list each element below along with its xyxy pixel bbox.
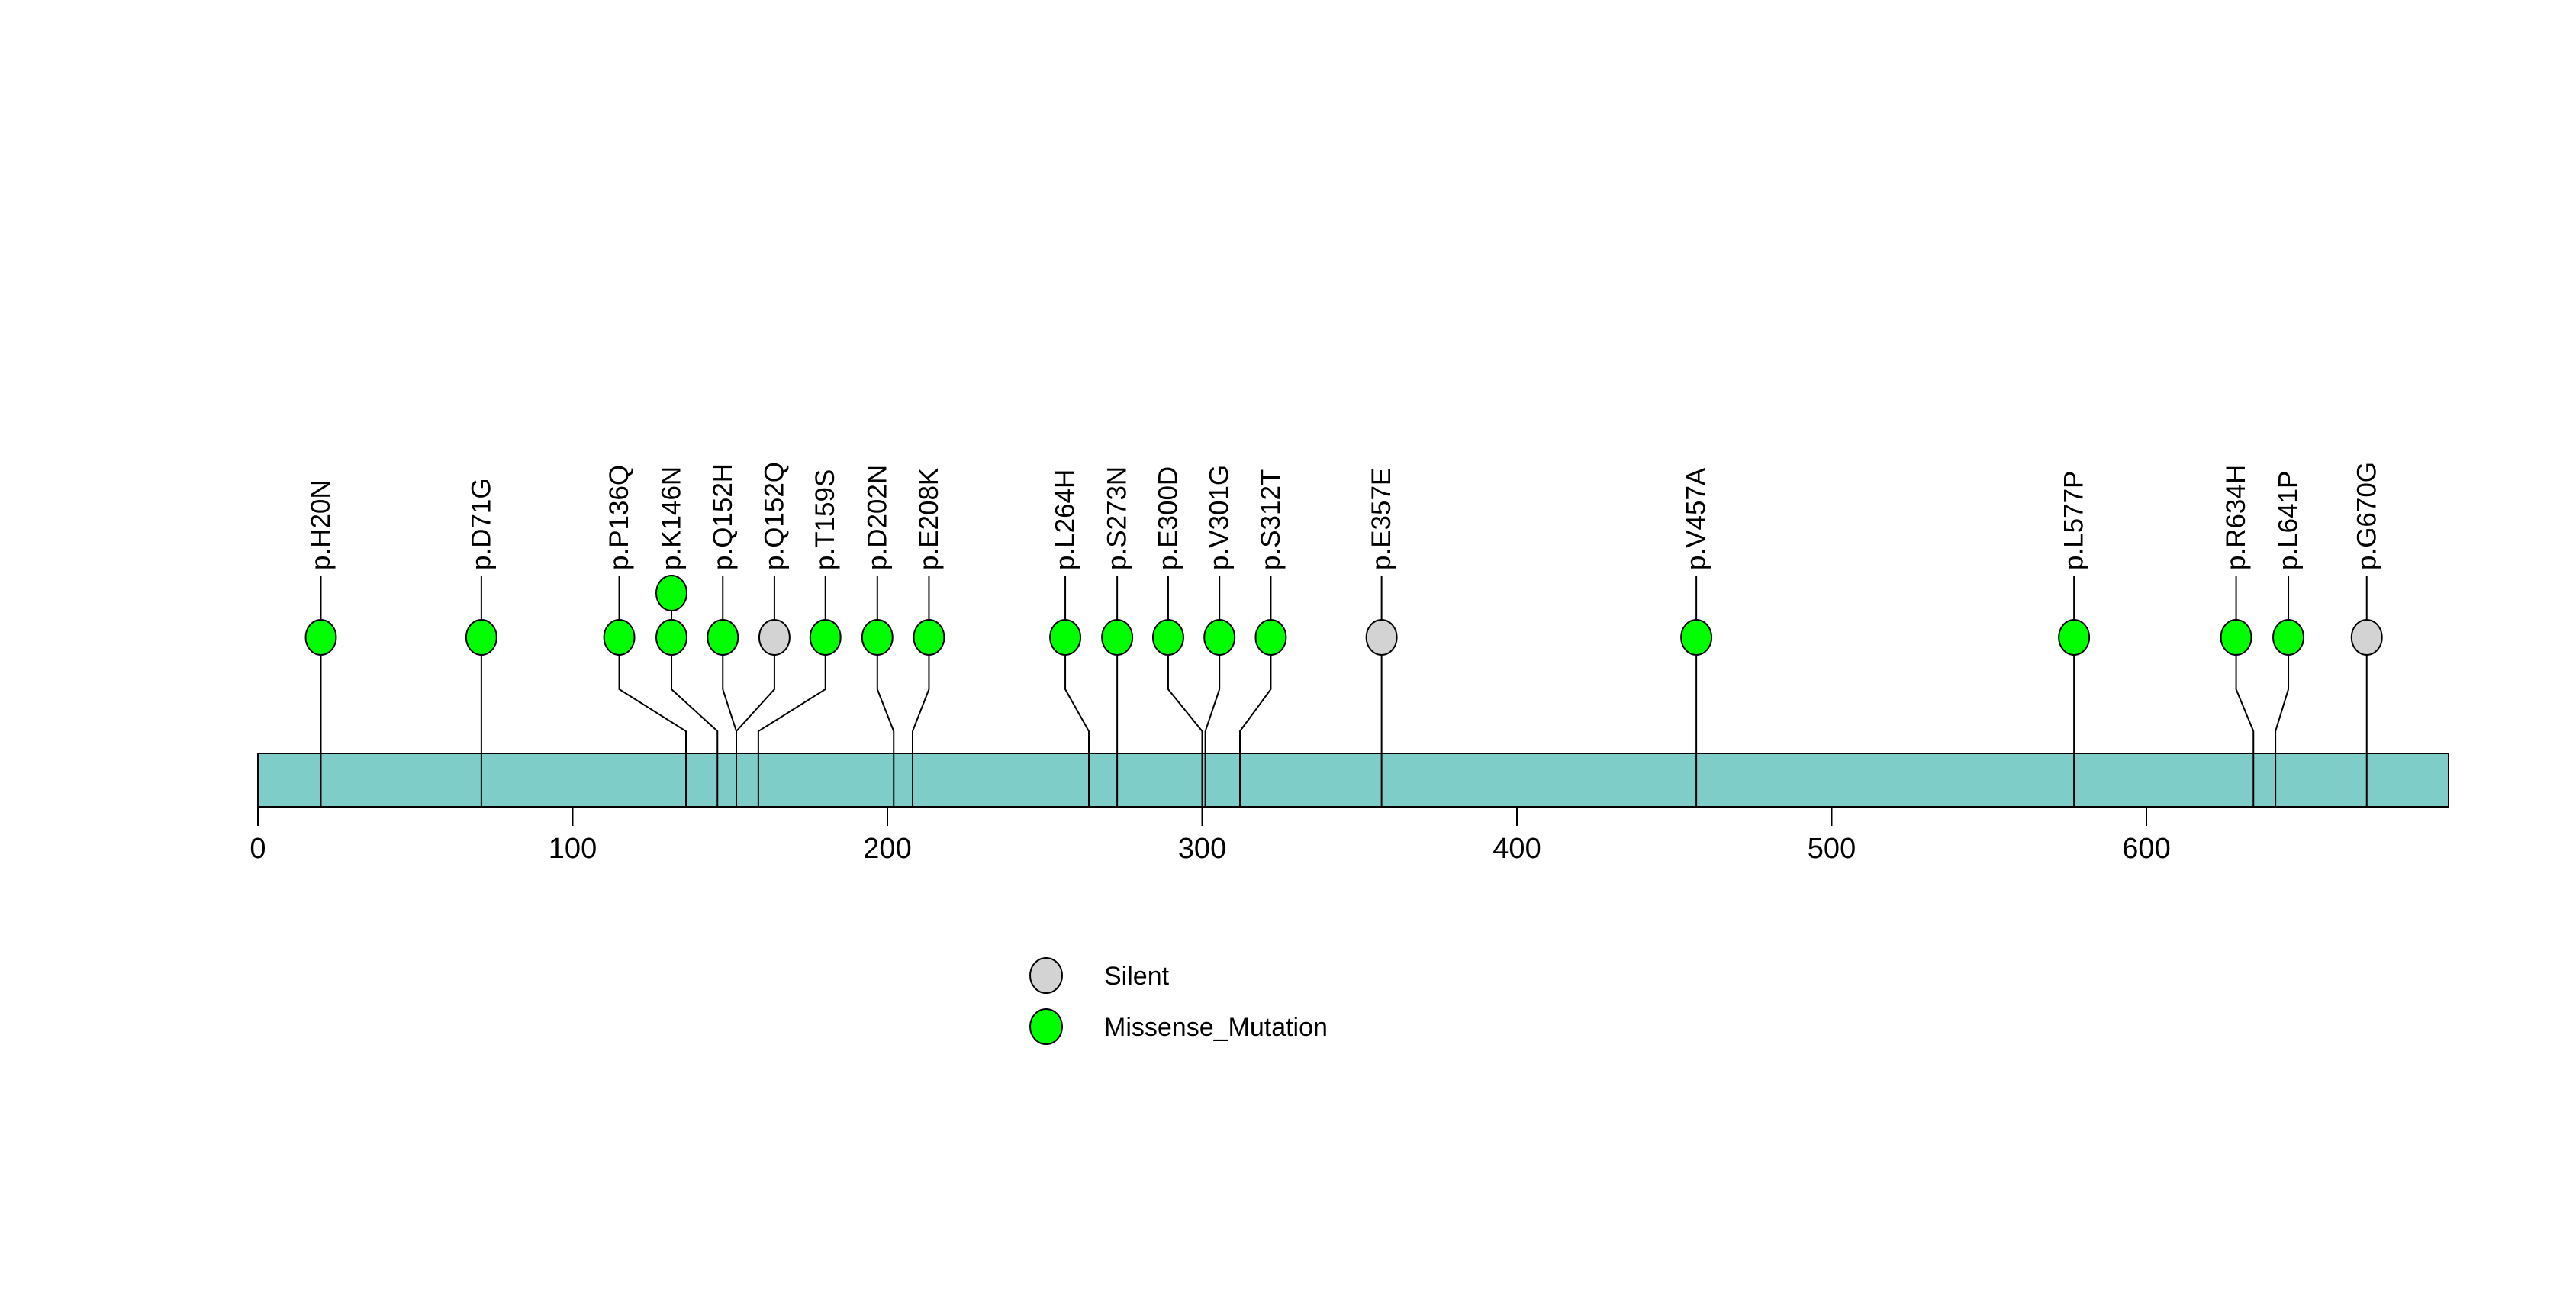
mutation-circle [2350,619,2383,656]
mutation-label: p.D202N [862,465,892,570]
axis-tick-label: 500 [1808,833,1856,865]
mutation-circle [465,619,497,656]
mutation-circle [1151,619,1184,656]
mutation-label: p.E357E [1367,468,1396,570]
mutation-label: p.K146N [657,466,687,570]
mutation-label: p.P136Q [604,465,634,570]
legend: Silent Missense_Mutation [1029,957,1328,1045]
mutation-label: p.Q152H [708,463,738,570]
mutation-label: p.T159S [810,469,840,570]
mutation-label: p.E300D [1153,466,1183,570]
axis-tick-label: 200 [863,833,911,865]
mutation-circle [1049,619,1082,656]
mutation-label: p.L577P [2059,471,2089,570]
mutation-circle [304,619,337,656]
mutation-circle [1254,619,1287,656]
axis-tick-label: 400 [1492,833,1541,865]
mutation-circle [1680,619,1713,656]
legend-swatch-missense-icon [1029,1008,1063,1045]
legend-label-silent: Silent [1104,962,1170,991]
axis-tick-label: 100 [549,833,597,865]
mutation-circle [913,619,945,656]
plot-root: 0 100 200 300 400 500 600 p.H20N p.D71G p.P136Q p.… [250,462,2449,865]
axis-tick-label: 300 [1178,833,1226,865]
mutation-circle [758,619,791,656]
mutation-circle [603,619,636,656]
legend-swatch-silent-icon [1029,957,1063,994]
mutation-circle [2220,619,2252,656]
mutation-label: p.H20N [306,479,336,570]
mutation-label: p.L264H [1051,469,1080,570]
mutation-label: p.G670G [2352,462,2381,570]
mutation-label: p.D71G [466,478,496,570]
legend-label-missense: Missense_Mutation [1104,1013,1328,1042]
axis-tick-label: 0 [250,833,266,865]
mutation-label: p.V301G [1205,465,1235,570]
mutation-circle [1203,619,1236,656]
mutation-circle [655,619,688,656]
mutation-circle [1101,619,1134,656]
mutation-label: p.R634H [2221,465,2251,570]
mutation-circle [1365,619,1398,656]
mutation-label: p.S312T [1256,469,1286,570]
mutation-circle [655,575,688,611]
mutation-circle [2272,619,2305,656]
mutation-label: p.E208K [914,468,944,570]
mutation-label: p.L641P [2274,471,2304,570]
mutation-circle [2058,619,2091,656]
protein-backbone-bar [257,753,2449,808]
mutation-circle [707,619,739,656]
mutation-label: p.Q152Q [759,462,789,570]
axis-tick-label: 600 [2122,833,2170,865]
mutation-label: p.V457A [1682,467,1711,570]
mutation-label: p.S273N [1103,466,1132,570]
mutation-circle [809,619,842,656]
mutation-circle [861,619,894,656]
